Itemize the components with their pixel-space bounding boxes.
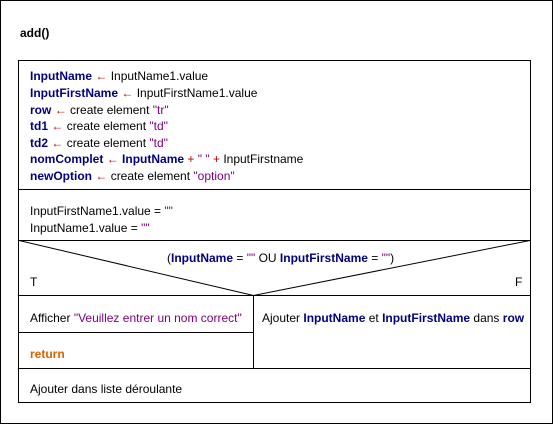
false-branch-ajouter: Ajouter InputName et InputFirstName dans…: [262, 311, 525, 325]
assign-line-inputfirstname: InputFirstName ← InputFirstName1.value: [30, 86, 258, 100]
condition-text: (InputName = "" OU InputFirstName = ""): [167, 251, 395, 265]
divider: [19, 295, 530, 296]
assign-line-td1: td1 ← create element "td": [30, 119, 168, 133]
assign-line-newoption: newOption ← create element "option": [30, 168, 235, 183]
final-statement: Ajouter dans liste déroulante: [30, 382, 183, 396]
assign-line-row: row ← create element "tr": [30, 102, 169, 117]
assign-line-nomcomplet: nomComplet ← InputName + " " + InputFirs…: [30, 152, 304, 166]
assign-line-inputname: InputName ← InputName1.value: [30, 69, 209, 83]
branch-divider: [253, 295, 254, 368]
return-keyword: return: [30, 347, 65, 361]
false-label: F: [515, 275, 523, 289]
divider: [19, 189, 530, 190]
true-label: T: [30, 275, 38, 289]
divider: [19, 368, 530, 369]
condition-triangle: [19, 240, 530, 296]
function-title: add(): [20, 26, 50, 40]
reset-line-firstname: InputFirstName1.value = "": [30, 204, 173, 218]
divider: [19, 240, 530, 241]
assign-line-td2: td2 ← create element "td": [30, 135, 168, 150]
nassi-shneiderman-diagram: InputName ← InputName1.value InputFirstN…: [18, 60, 531, 403]
reset-line-name: InputName1.value = "": [30, 220, 150, 235]
true-branch-afficher: Afficher "Veuillez entrer un nom correct…: [30, 311, 242, 325]
divider: [19, 332, 253, 333]
